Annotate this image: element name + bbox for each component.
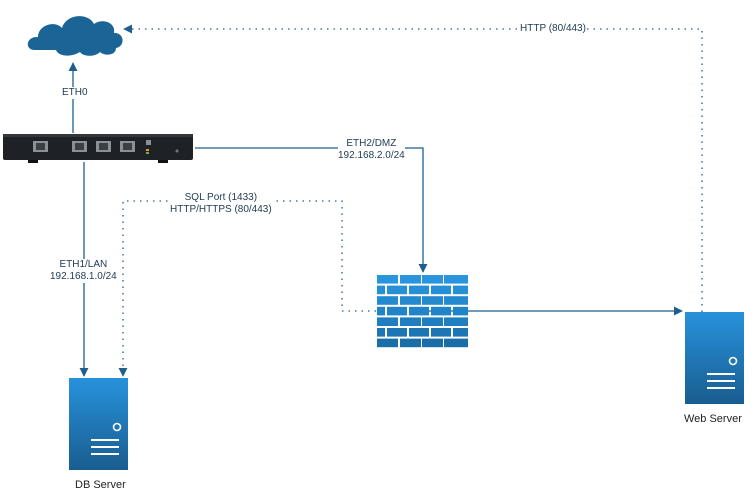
firewall-brick [377,296,398,305]
firewall-brick [409,285,429,295]
firewall-brick [400,275,421,284]
firewall-brick [453,285,468,295]
router-reset-button [175,149,179,153]
firewall-brick [431,306,451,316]
firewall-brick [453,306,468,316]
firewall-brick [431,285,451,295]
edge-label-eth2-subnet: 192.168.2.0/24 [338,150,405,161]
firewall-brick [400,338,421,348]
firewall-brick [377,328,385,337]
firewall-icon[interactable] [377,275,468,348]
firewall-brick [444,338,468,348]
firewall-brick [453,328,468,337]
web-server-label: Web Server [684,413,742,425]
firewall-brick [400,317,421,326]
edge-label-eth1-subnet: 192.168.1.0/24 [50,271,117,282]
edge-label-sql-port: SQL Port (1433) [184,192,258,203]
router-icon[interactable] [3,134,193,163]
router-led [146,149,149,151]
firewall-brick [377,306,385,316]
firewall-brick [444,317,468,326]
edge-label-eth2-name: ETH2/DMZ [346,138,397,149]
router-port-eth2 [96,141,111,152]
firewall-brick [400,296,421,305]
edge-label-eth1-name: ETH1/LAN [59,259,108,270]
db-server-icon[interactable] [69,378,128,470]
web-server-icon[interactable] [685,312,744,404]
edge-label-sql-http: HTTP/HTTPS (80/443) [170,204,272,215]
edge-eth2 [195,147,428,273]
edge-sql [118,200,376,377]
firewall-brick [387,328,407,337]
firewall-brick [409,328,429,337]
router-port-eth1 [72,141,87,152]
firewall-brick [377,338,398,348]
firewall-brick [387,285,407,295]
firewall-brick [422,296,443,305]
firewall-brick [387,306,407,316]
firewall-brick [377,285,385,295]
db-server-label: DB Server [75,479,126,491]
edge-label-sql: SQL Port (1433) HTTP/HTTPS (80/443) [170,192,272,216]
router-console-port [146,140,151,145]
router-port-eth3 [120,141,135,152]
cloud-icon[interactable] [27,16,123,56]
firewall-brick [444,275,468,284]
firewall-brick [422,275,443,284]
edge-http [123,24,703,312]
firewall-brick [377,317,398,326]
firewall-brick [431,328,451,337]
firewall-brick [422,317,443,326]
firewall-brick [444,296,468,305]
edge-label-eth1: ETH1/LAN 192.168.1.0/24 [50,259,117,283]
router-port-eth0 [33,141,48,152]
firewall-brick [422,338,443,348]
edge-label-http: HTTP (80/443) [520,23,586,35]
router-led [146,152,149,154]
firewall-brick [409,306,429,316]
edge-label-eth2: ETH2/DMZ 192.168.2.0/24 [338,138,405,162]
firewall-brick [377,275,398,284]
edge-label-eth0: ETH0 [62,87,88,99]
